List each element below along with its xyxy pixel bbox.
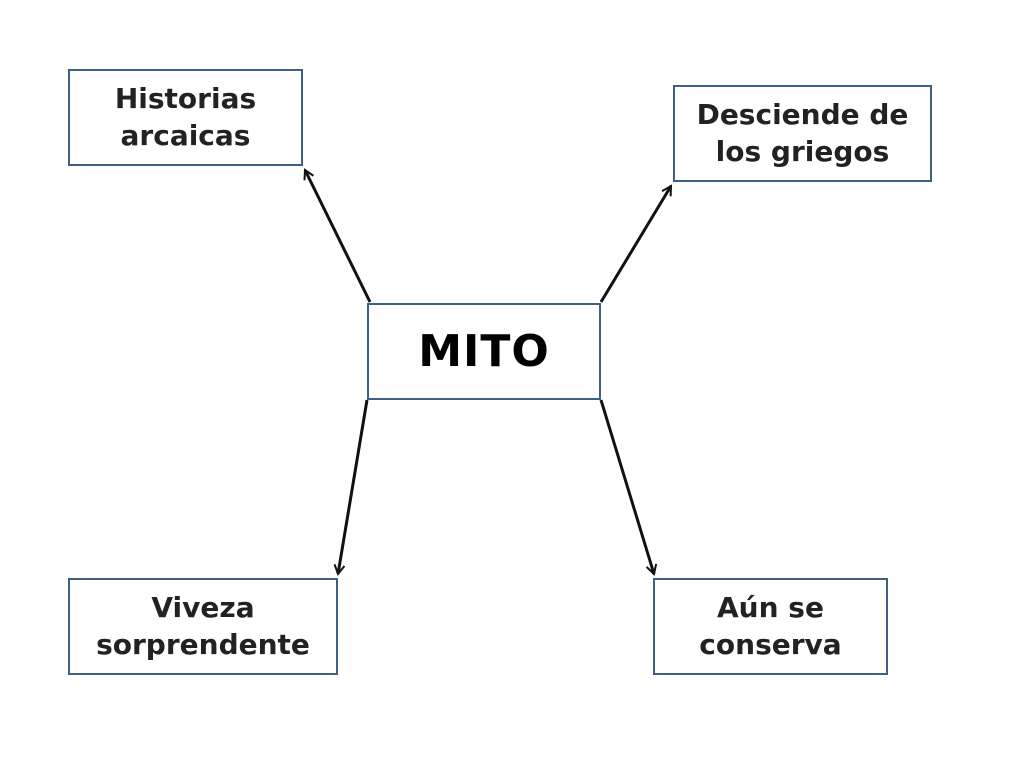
arrow-to-desciende-de-los-griegos — [599, 186, 673, 303]
box-mito-center: MITO — [367, 303, 601, 400]
arrow-to-aun-se-conserva — [599, 399, 654, 574]
arrow-to-historias-arcaicas — [305, 170, 372, 303]
center-label: MITO — [418, 325, 550, 377]
arrow-to-viveza-sorprendente — [338, 399, 369, 574]
box-viveza-sorprendente: Viveza sorprendente — [68, 578, 338, 675]
box-label: Historias arcaicas — [114, 82, 257, 152]
box-label: Viveza sorprendente — [96, 591, 310, 661]
box-label: Desciende de los griegos — [696, 98, 909, 168]
box-historias-arcaicas: Historias arcaicas — [68, 69, 303, 166]
box-aun-se-conserva: Aún se conserva — [653, 578, 888, 675]
box-label: Aún se conserva — [699, 591, 842, 661]
box-desciende-de-los-griegos: Desciende de los griegos — [673, 85, 932, 182]
